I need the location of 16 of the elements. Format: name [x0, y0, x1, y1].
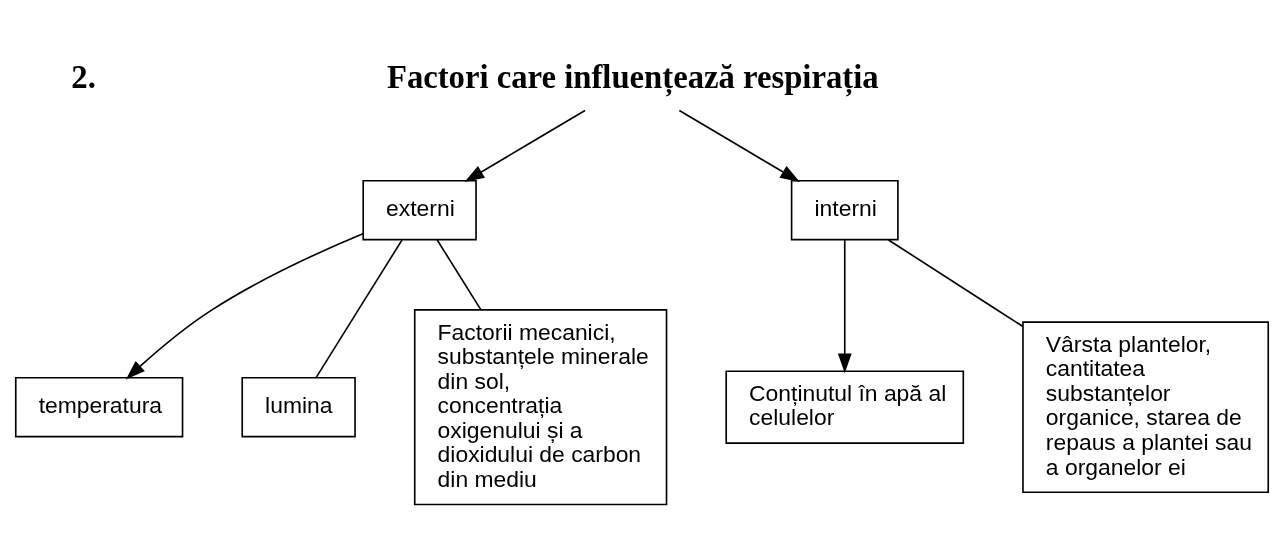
node-box: Vârsta plantelor, cantitatea substanțelor organice, starea de repaus a plantei sau a organelor ei: [1022, 321, 1270, 493]
arrow: [678, 109, 800, 182]
node-box: externi: [362, 179, 477, 241]
node-box: Factorii mecanici, substanțele minerale din sol, concentrația oxigenului și a dioxidului de carbon din mediu: [413, 309, 668, 506]
node-text: Factori care influențează respirația: [386, 58, 879, 95]
node-box: interni: [790, 179, 899, 241]
node-box: temperatura: [14, 376, 184, 438]
arrow: [837, 239, 852, 374]
node-box: Conținutul în apă al celulelor: [725, 370, 965, 444]
connector: [887, 239, 1024, 328]
connector: [436, 239, 482, 311]
arrow: [125, 233, 364, 380]
arrow: [464, 109, 586, 182]
node-box: lumina: [241, 376, 356, 438]
connector: [315, 239, 403, 379]
label: 2.: [71, 58, 96, 95]
